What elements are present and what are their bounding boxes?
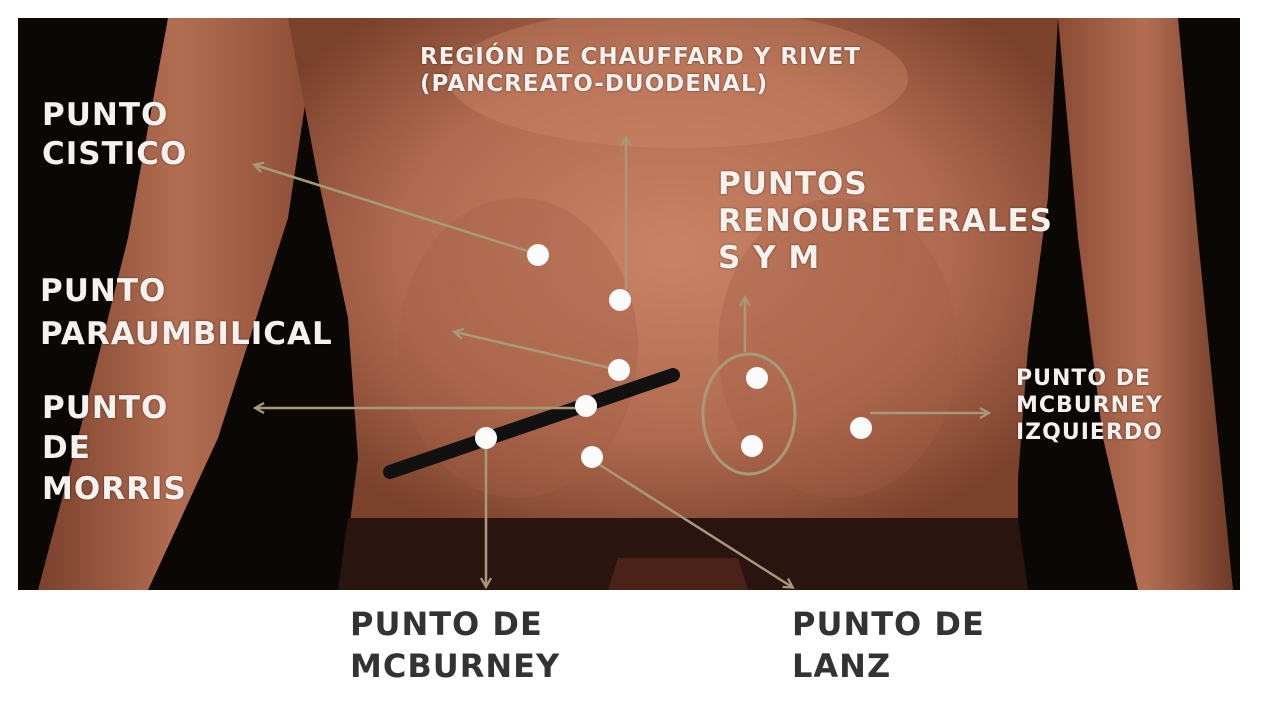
label-line: RENOURETERALES: [718, 203, 1054, 240]
label-punto-morris: PUNTO DE MORRIS: [42, 388, 187, 509]
label-line: PUNTO DE: [1016, 366, 1152, 391]
label-line: IZQUIERDO: [1016, 419, 1163, 445]
label-punto-paraumbilical: PUNTO PARAUMBILICAL: [40, 270, 333, 357]
label-line: REGIÓN DE CHAUFFARD Y RIVET: [420, 44, 861, 70]
label-line: (PANCREATO-DUODENAL): [420, 71, 769, 98]
label-region-chauffard: REGIÓN DE CHAUFFARD Y RIVET (PANCREATO-D…: [420, 44, 861, 98]
left-arm: [38, 18, 318, 590]
abdomen-photo: [18, 18, 1240, 590]
label-line: MCBURNEY: [1016, 392, 1163, 418]
label-line: PUNTO DE: [792, 605, 985, 643]
label-line: S Y M: [718, 240, 821, 277]
label-punto-mcburney: PUNTO DE MCBURNEY: [350, 603, 560, 687]
label-line: PUNTOS: [718, 166, 868, 202]
label-line: MCBURNEY: [350, 647, 561, 686]
label-line: MORRIS: [42, 470, 187, 507]
morris-line: [383, 368, 680, 479]
label-line: PARAUMBILICAL: [40, 316, 333, 353]
label-puntos-renoureterales: PUNTOS RENOURETERALES S Y M: [718, 166, 1053, 278]
right-arm: [1058, 18, 1233, 590]
label-punto-mcburney-izquierdo: PUNTO DE MCBURNEY IZQUIERDO: [1016, 366, 1163, 446]
label-line: LANZ: [792, 647, 892, 686]
label-line: CISTICO: [42, 135, 188, 172]
label-line: DE: [42, 430, 91, 467]
label-line: PUNTO: [40, 273, 167, 309]
label-punto-lanz: PUNTO DE LANZ: [792, 603, 985, 687]
label-line: PUNTO: [42, 97, 169, 133]
label-punto-cistico: PUNTO CISTICO: [42, 96, 187, 174]
label-line: PUNTO: [42, 390, 169, 426]
label-line: PUNTO DE: [350, 605, 543, 643]
